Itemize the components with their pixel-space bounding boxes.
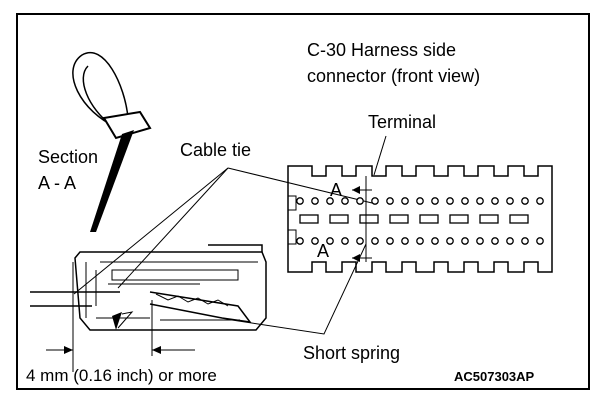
terminal-pin (371, 197, 379, 205)
terminal-slot (419, 214, 439, 224)
terminal-pin (416, 237, 424, 245)
terminal-pin (296, 197, 304, 205)
terminal-pin (521, 197, 529, 205)
terminal-pin (326, 197, 334, 205)
section-view-drawing (30, 244, 267, 372)
terminal-slot (479, 214, 499, 224)
connector-front-view (287, 165, 553, 273)
terminal-pin (476, 237, 484, 245)
short-spring-leader (231, 243, 367, 335)
terminal-pin (401, 197, 409, 205)
terminal-pin (506, 237, 514, 245)
terminal-leader (373, 135, 387, 176)
terminal-pin (461, 237, 469, 245)
terminal-pin (536, 237, 544, 245)
dimension-label: 4 mm (0.16 inch) or more (26, 366, 217, 385)
section-marker-top: A (330, 180, 342, 200)
cable-tie-drawing (72, 52, 152, 232)
terminal-pin (506, 197, 514, 205)
terminal-pin (371, 237, 379, 245)
short-spring-label: Short spring (303, 343, 400, 363)
terminal-pin (536, 197, 544, 205)
connector-title-line2: connector (front view) (307, 66, 480, 86)
terminal-pin (356, 197, 364, 205)
terminal-pin (311, 237, 319, 245)
terminal-slot (359, 214, 379, 224)
cable-tie-label: Cable tie (180, 140, 251, 160)
terminal-slot (509, 214, 529, 224)
terminal-slot (299, 214, 319, 224)
dimension-arrows (46, 346, 195, 354)
terminal-slot (329, 214, 349, 224)
terminal-pin (431, 237, 439, 245)
terminal-pin (491, 197, 499, 205)
cable-tie-leader-2 (117, 167, 229, 289)
terminal-pin (356, 237, 364, 245)
terminal-pin (296, 237, 304, 245)
terminal-pin (521, 237, 529, 245)
terminal-pin (326, 237, 334, 245)
terminal-pin (461, 197, 469, 205)
terminal-pin (311, 197, 319, 205)
terminal-pin (401, 237, 409, 245)
terminal-slot (449, 214, 469, 224)
section-connection-line (227, 167, 373, 204)
section-label-line1: Section (38, 147, 98, 167)
terminal-pin (416, 197, 424, 205)
section-label-line2: A - A (38, 173, 76, 193)
cable-tie-leader (73, 167, 229, 295)
terminal-pin (386, 237, 394, 245)
terminal-pin (341, 197, 349, 205)
figure-code: AC507303AP (454, 369, 535, 384)
terminal-pin (386, 197, 394, 205)
terminal-label: Terminal (368, 112, 436, 132)
terminal-pin (446, 237, 454, 245)
terminal-pin (446, 197, 454, 205)
connector-title-line1: C-30 Harness side (307, 40, 456, 60)
terminal-pin (491, 237, 499, 245)
terminal-pin (341, 237, 349, 245)
terminal-slot (389, 214, 409, 224)
section-marker-bottom: A (317, 241, 329, 261)
terminal-pin (476, 197, 484, 205)
figure-border (16, 13, 590, 390)
terminal-pin (431, 197, 439, 205)
